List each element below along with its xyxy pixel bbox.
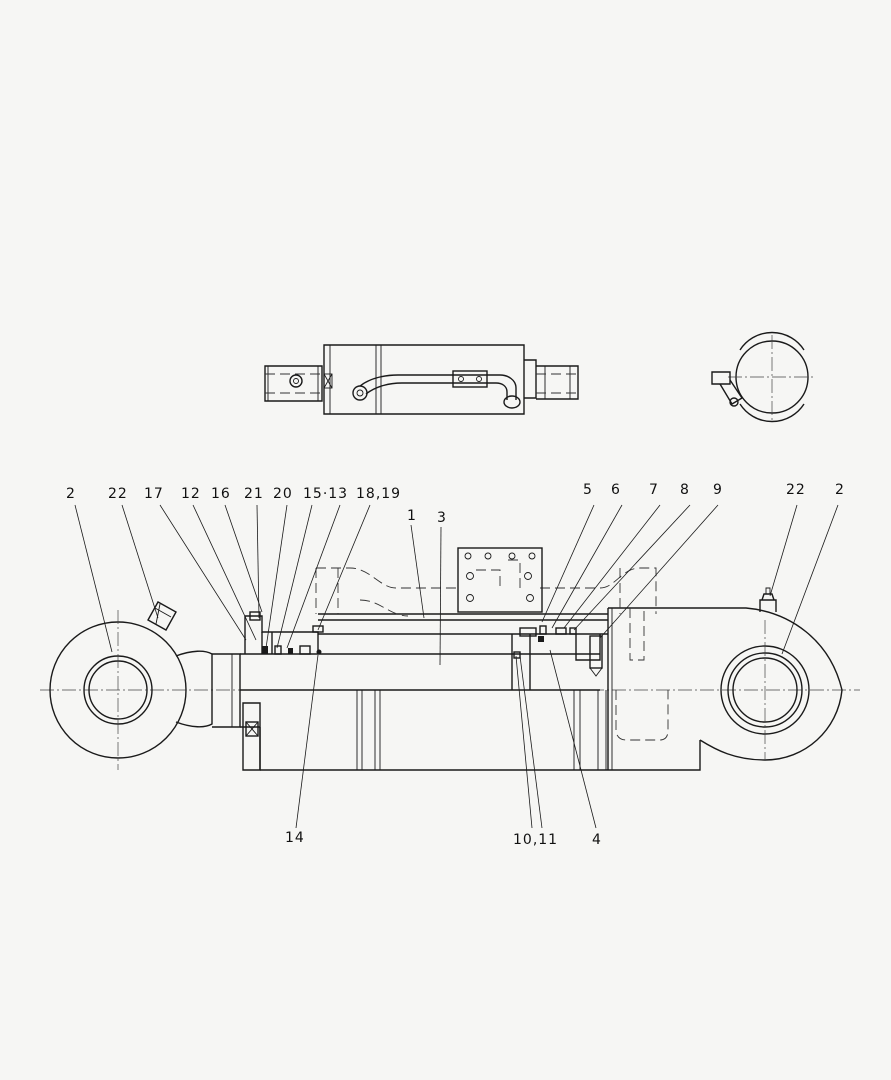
callout-1: 1: [407, 508, 417, 524]
callout-18-19: 18,19: [356, 486, 402, 502]
callout-12: 12: [181, 486, 201, 502]
top-view-cylinder: [264, 344, 579, 415]
callout-16: 16: [211, 486, 231, 502]
callout-4: 4: [592, 832, 602, 848]
callout-6: 6: [611, 482, 621, 498]
callout-7: 7: [649, 482, 659, 498]
leader-lines: [74, 504, 839, 829]
callout-22-left: 22: [108, 486, 128, 502]
callout-8: 8: [680, 482, 690, 498]
callout-20: 20: [273, 486, 293, 502]
callout-3: 3: [437, 510, 447, 526]
callout-21: 21: [244, 486, 264, 502]
main-section-view: [40, 504, 860, 829]
callout-2-left: 2: [66, 486, 76, 502]
callout-17: 17: [144, 486, 164, 502]
callout-9: 9: [713, 482, 723, 498]
callout-10-11: 10,11: [513, 832, 559, 848]
callout-22-right: 22: [786, 482, 806, 498]
end-view-cylinder: [711, 331, 815, 423]
callout-2-right: 2: [835, 482, 845, 498]
callout-5: 5: [583, 482, 593, 498]
callout-14: 14: [285, 830, 305, 846]
callout-15-13: 15·13: [303, 486, 349, 502]
